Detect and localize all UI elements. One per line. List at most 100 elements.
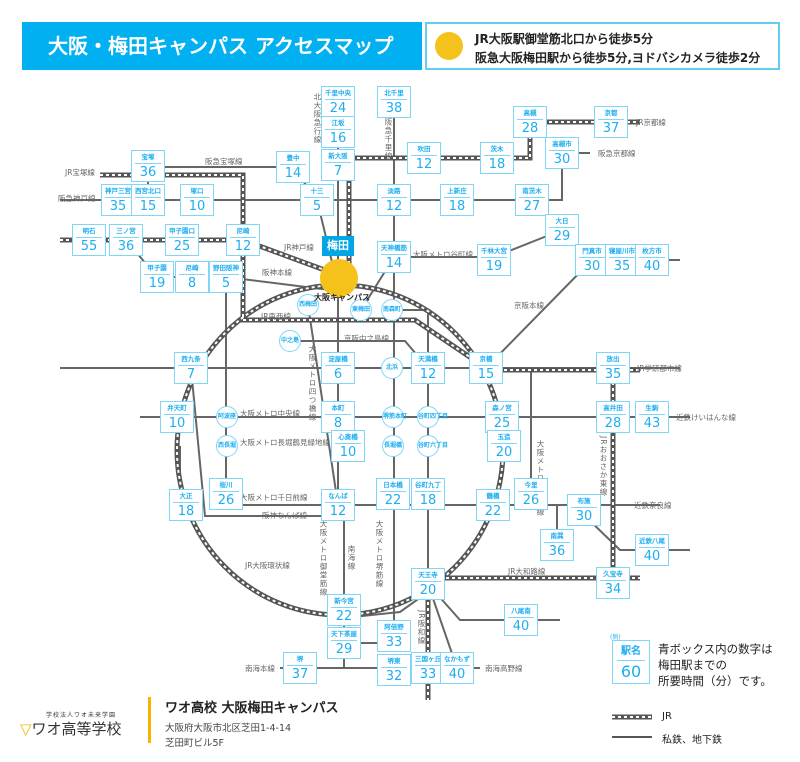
- station-circle[interactable]: 中之島: [279, 330, 301, 352]
- station-name: 堺: [287, 654, 313, 666]
- station-box[interactable]: 谷町九丁目18: [411, 478, 445, 510]
- station-time: 30: [553, 152, 571, 167]
- station-time: 8: [187, 276, 197, 291]
- station-name: 上新庄: [444, 186, 470, 198]
- line-label: 阪神なんば線: [262, 511, 307, 520]
- station-name: 大正: [173, 491, 199, 503]
- line-label: 阪神本線: [262, 268, 292, 277]
- station-time: 12: [419, 367, 437, 382]
- station-circle[interactable]: 堺筋本町: [382, 406, 407, 428]
- campus-location-icon[interactable]: [320, 259, 358, 297]
- station-circle[interactable]: 南森町: [381, 299, 403, 321]
- footer-divider: [148, 697, 151, 743]
- station-name: 日本橋: [380, 480, 406, 492]
- station-time: 40: [643, 549, 661, 564]
- station-time: 14: [284, 166, 302, 181]
- station-circle[interactable]: 西梅田: [297, 294, 319, 316]
- station-name: 森ノ宮: [489, 403, 515, 415]
- station-time: 35: [109, 199, 127, 214]
- line-label: 阪急神戸線: [58, 194, 96, 203]
- station-time: 18: [448, 199, 466, 214]
- page-title: 大阪・梅田キャンパス アクセスマップ: [22, 22, 422, 70]
- station-circle[interactable]: 東梅田: [350, 299, 372, 321]
- station-time: 33: [419, 667, 437, 682]
- station-name: 生駒: [639, 403, 665, 415]
- station-circle[interactable]: 阿波座: [216, 406, 238, 428]
- station-circle[interactable]: 西長堀: [216, 435, 238, 457]
- station-circle[interactable]: 長堀橋: [382, 435, 404, 457]
- station-circle[interactable]: 谷町六丁目: [417, 435, 448, 457]
- station-time: 37: [602, 121, 620, 136]
- station-time: 22: [335, 609, 353, 624]
- station-name: 新大阪: [325, 151, 351, 163]
- station-name: 阿倍野: [381, 622, 407, 634]
- station-box[interactable]: 天神橋筋六丁目14: [377, 241, 411, 273]
- line-label: 大阪メトロ中央線: [240, 409, 300, 418]
- station-circle[interactable]: 北浜: [381, 357, 403, 379]
- station-circle[interactable]: 谷町四丁目: [417, 406, 448, 428]
- station-time: 10: [339, 445, 357, 460]
